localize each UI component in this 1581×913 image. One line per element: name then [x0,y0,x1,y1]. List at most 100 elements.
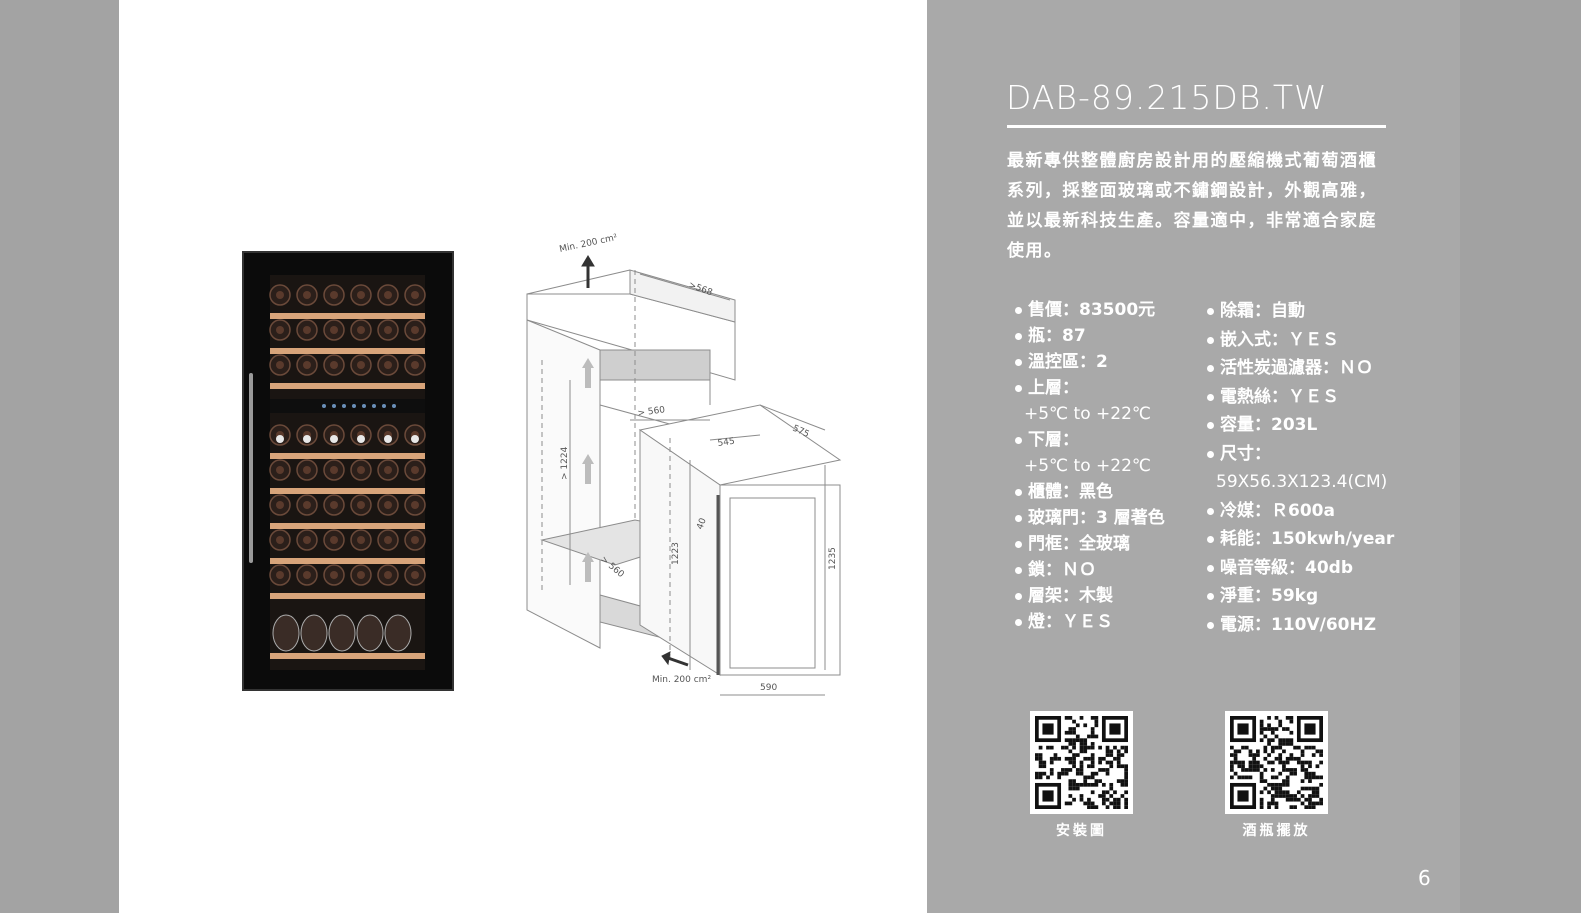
qr-module [1087,797,1091,802]
qr-module [1072,786,1076,791]
qr-module [1068,730,1073,735]
qr-module [1311,786,1316,791]
qr-module [1072,760,1076,765]
qr-module [1079,771,1084,776]
qr-module [1293,794,1297,798]
qr-module [1090,734,1095,739]
qr-module [1038,771,1043,776]
qr-module [1274,790,1279,795]
wood-shelf [270,593,425,599]
qr-module [1304,797,1309,802]
qr-code-installation[interactable] [1030,711,1133,814]
qr-module [1068,794,1073,798]
qr-module [1308,786,1312,791]
qr-module [1230,760,1234,765]
spec-value-line: 59X56.3X123.4(CM) [1216,472,1388,492]
qr-module [1105,768,1110,772]
qr-module [1252,768,1257,772]
qr-module [1285,716,1290,720]
qr-module [1064,768,1069,772]
qr-module [1120,782,1125,787]
bottle-neck [357,536,365,544]
dim-1235-label: 1235 [828,547,838,570]
qr-label-installation: 安裝圖 [1056,823,1107,839]
qr-module [1270,768,1275,772]
qr-module [1046,745,1050,750]
model-title: DAB-89.215DB.TW [1006,78,1328,117]
qr-module [1315,790,1320,795]
qr-module [1068,742,1073,746]
qr-module [1072,738,1076,743]
qr-module [1072,730,1076,735]
qr-module [1285,775,1290,780]
wine-cooler-image [242,251,454,691]
qr-module [1311,775,1316,780]
qr-module [1090,730,1095,735]
qr-module [1068,749,1073,754]
qr-code-icon [1230,716,1323,809]
qr-code-bottle-layout[interactable] [1225,711,1328,814]
qr-module [1109,782,1114,787]
qr-module [1109,760,1114,765]
qr-module [1300,786,1305,791]
bottle-neck [303,571,311,579]
qr-module [1042,790,1054,802]
qr-module [1101,790,1106,795]
qr-module [1109,794,1114,798]
qr-module [1248,753,1253,757]
qr-module [1285,779,1290,783]
qr-module [1079,782,1084,787]
qr-module [1230,745,1234,750]
qr-module [1252,753,1257,757]
qr-module [1252,760,1257,765]
spec-item: 下層： [1014,427,1204,453]
qr-module [1244,768,1249,772]
dim-1223-label: 1223 [671,542,681,565]
qr-module [1296,790,1301,795]
qr-module [1124,779,1128,783]
qr-module [1248,775,1253,780]
qr-module [1259,723,1264,728]
qr-module [1267,738,1271,743]
qr-module [1289,753,1294,757]
control-led [382,404,386,408]
qr-module [1068,782,1073,787]
qr-module [1098,779,1102,783]
qr-module [1267,727,1271,731]
qr-module [1116,764,1121,769]
qr-module [1233,756,1238,761]
bottle-neck [384,361,392,369]
bottle-neck [276,571,284,579]
qr-module [1094,734,1099,739]
qr-module [1068,756,1073,761]
qr-module [1304,760,1309,765]
qr-module [1285,797,1290,802]
qr-module [1101,756,1106,761]
qr-module [1289,768,1294,772]
qr-module [1293,768,1297,772]
bottle-neck [357,291,365,299]
qr-module [1072,719,1076,724]
qr-module [1075,734,1080,739]
bottle-neck [357,361,365,369]
qr-module [1267,805,1271,809]
qr-module [1267,782,1271,787]
qr-module [1259,719,1264,724]
qr-module [1267,753,1271,757]
qr-module [1285,727,1290,731]
qr-module [1120,779,1125,783]
qr-module [1256,764,1260,769]
qr-module [1087,756,1091,761]
qr-module [1116,801,1121,806]
bottle-neck [276,536,284,544]
qr-module [1072,753,1076,757]
dim-40-label: 40 [695,517,708,531]
qr-module [1116,760,1121,765]
qr-module [1282,738,1286,743]
title-divider [1007,125,1386,128]
dim-545-label: 545 [717,437,735,449]
qr-module [1035,753,1039,757]
qr-module [1094,719,1099,724]
qr-module [1124,797,1128,802]
